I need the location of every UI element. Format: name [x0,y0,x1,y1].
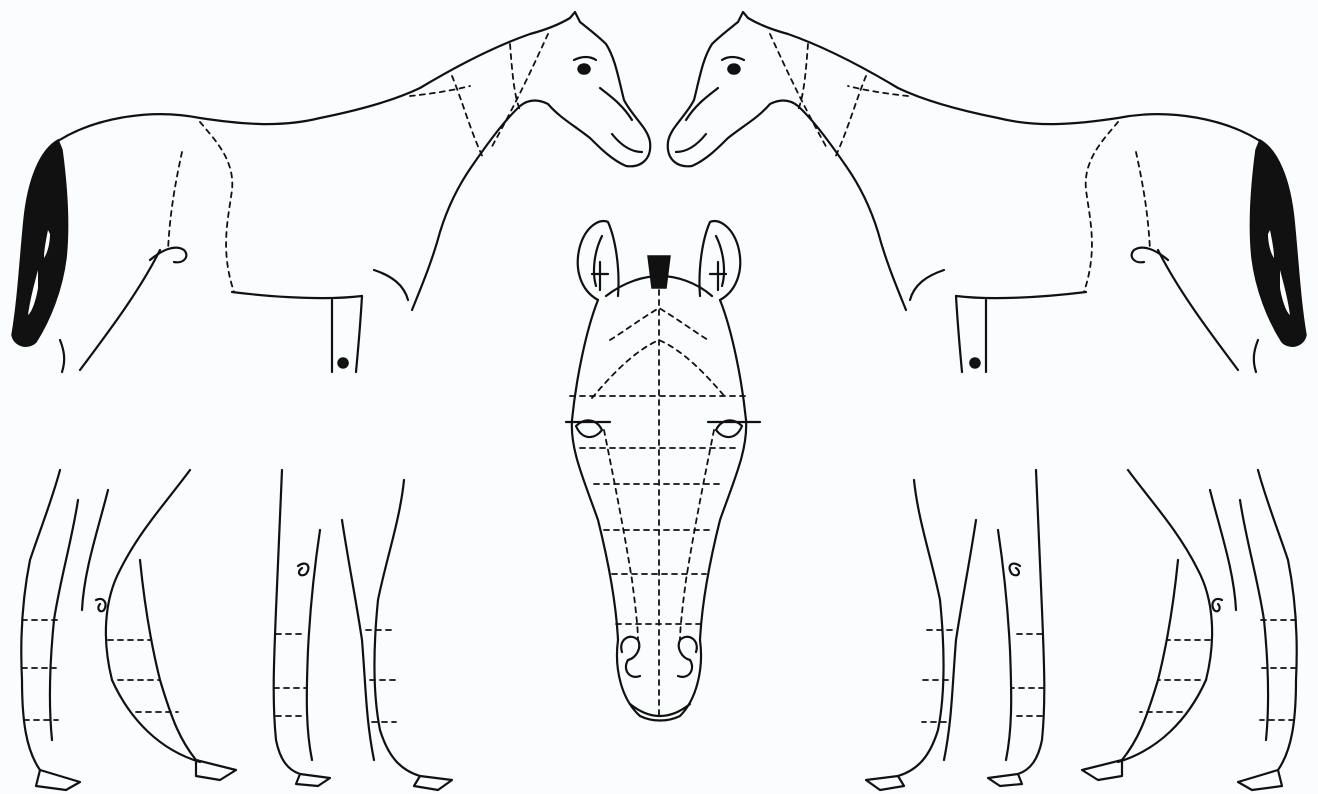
left-horse-foreleg-near [356,296,362,372]
left-side-view-horse [12,12,650,790]
left-horse-tail [12,140,68,346]
left-horse-whorl [338,358,348,368]
left-horse-hind-upper [80,250,160,370]
left-horse-neck-dash-4 [490,34,548,150]
left-horse-body-outline [52,12,650,310]
left-horse-belly [232,292,362,298]
front-head-view [566,221,760,721]
left-horse-eye [578,64,590,74]
left-horse-shoulder-dash [200,122,234,292]
head-left-ear [578,221,619,300]
head-tuft-marking [648,256,670,288]
left-horse-neck-dash-3 [510,44,520,110]
left-horse-chest [374,270,408,300]
head-right-ear [699,221,740,300]
left-horse-knee-whorl [298,564,308,576]
left-horse-foreleg-lower [274,470,300,774]
left-horse-neck-dash-2 [452,76,484,160]
left-horse-flank-dash [168,152,182,250]
left-horse-hind-mark [96,599,106,611]
right-side-view-horse [668,12,1306,790]
left-horse-hind-rear [60,340,64,372]
